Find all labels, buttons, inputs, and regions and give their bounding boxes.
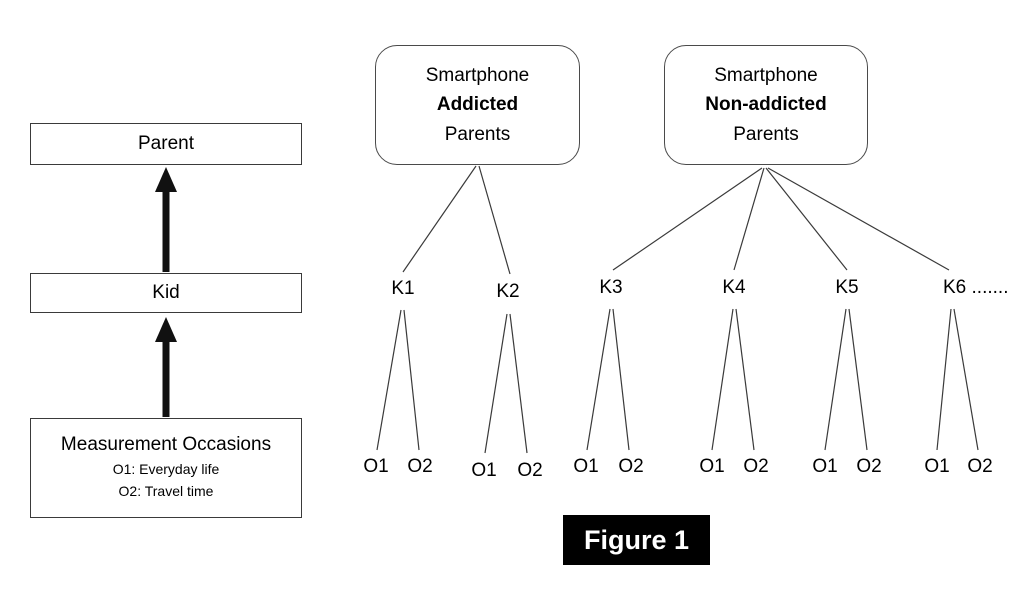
occasion-k3-o1: O1 bbox=[573, 456, 599, 477]
smartphone-addicted-parents-box: Smartphone Addicted Parents bbox=[375, 45, 580, 165]
occasion-k2-o2: O2 bbox=[517, 460, 543, 481]
k3-occasion-lines bbox=[586, 308, 630, 451]
occasion-k1-o2: O2 bbox=[407, 456, 433, 477]
arrow-measurement-to-kid bbox=[155, 317, 177, 417]
occasion-k4-o1: O1 bbox=[699, 456, 725, 477]
occasion-k5-o2: O2 bbox=[856, 456, 882, 477]
occasion-k6-o2: O2 bbox=[967, 456, 993, 477]
kid-node-k6: K6 ....... bbox=[943, 277, 1009, 298]
k5-occasion-lines bbox=[824, 308, 868, 451]
k4-occasion-lines bbox=[711, 308, 755, 451]
k1-occasion-lines bbox=[376, 309, 420, 451]
measurement-item-1: O1: Everyday life bbox=[112, 460, 220, 477]
non-addicted-line-1: Smartphone bbox=[714, 64, 818, 86]
addicted-line-2: Addicted bbox=[436, 94, 519, 116]
k2-occasion-lines bbox=[484, 313, 528, 454]
occasion-k3-o2: O2 bbox=[618, 456, 644, 477]
addicted-line-3: Parents bbox=[444, 123, 511, 145]
smartphone-non-addicted-parents-box: Smartphone Non-addicted Parents bbox=[664, 45, 868, 165]
addicted-branch-lines bbox=[402, 165, 511, 275]
kid-box: Kid bbox=[30, 273, 302, 313]
kid-node-k1: K1 bbox=[391, 278, 415, 299]
occasion-k6-o1: O1 bbox=[924, 456, 950, 477]
non-addicted-line-2: Non-addicted bbox=[705, 94, 827, 116]
non-addicted-line-3: Parents bbox=[733, 123, 799, 145]
kid-node-k2: K2 bbox=[496, 281, 520, 302]
occasion-k1-o1: O1 bbox=[363, 456, 389, 477]
parent-box-label: Parent bbox=[138, 133, 194, 154]
arrow-kid-to-parent bbox=[155, 167, 177, 272]
measurement-title: Measurement Occasions bbox=[60, 433, 272, 455]
occasion-k5-o1: O1 bbox=[812, 456, 838, 477]
non-addicted-branch-lines bbox=[612, 167, 950, 271]
figure-caption: Figure 1 bbox=[563, 515, 710, 565]
addicted-line-1: Smartphone bbox=[425, 64, 530, 86]
parent-box: Parent bbox=[30, 123, 302, 165]
measurement-item-2: O2: Travel time bbox=[118, 482, 214, 499]
kid-node-k4: K4 bbox=[722, 277, 746, 298]
kid-node-k3: K3 bbox=[599, 277, 623, 298]
occasion-k2-o1: O1 bbox=[471, 460, 497, 481]
kid-node-k5: K5 bbox=[835, 277, 859, 298]
occasion-k4-o2: O2 bbox=[743, 456, 769, 477]
kid-box-label: Kid bbox=[152, 282, 180, 303]
measurement-occasions-box: Measurement Occasions O1: Everyday life … bbox=[30, 418, 302, 518]
k6-occasion-lines bbox=[936, 308, 979, 451]
